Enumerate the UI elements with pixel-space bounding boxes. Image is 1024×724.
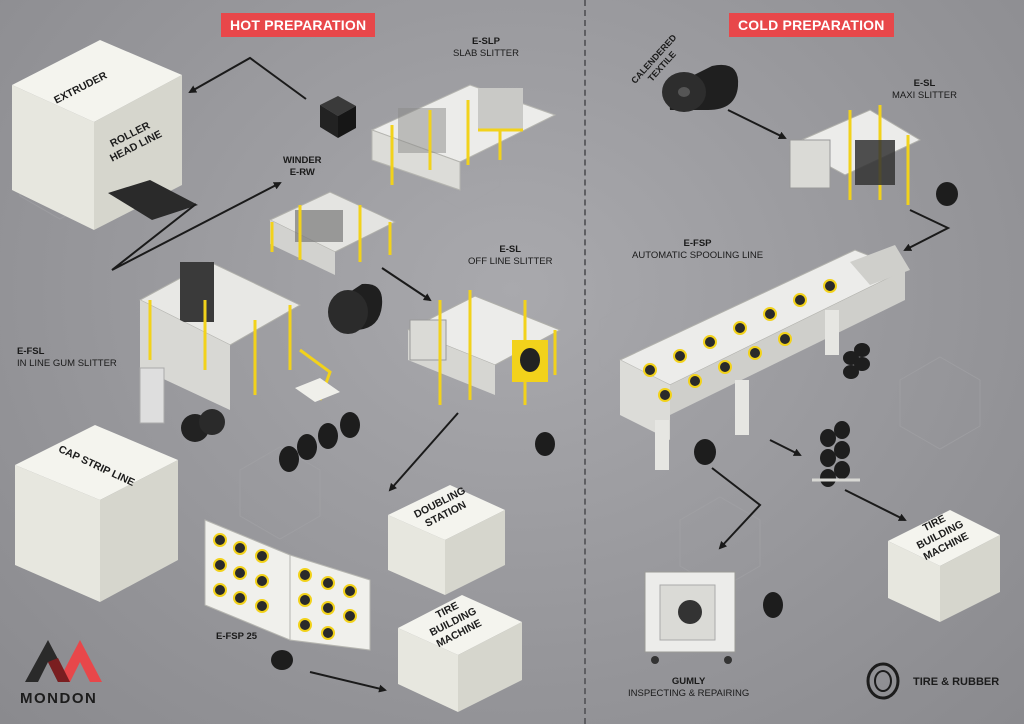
mondon-logo-text: MONDON bbox=[20, 690, 98, 707]
e-fsp25-machine bbox=[204, 519, 371, 651]
cold-preparation-tag: COLD PREPARATION bbox=[729, 13, 894, 37]
tire-rubber-brand: TIRE & RUBBER bbox=[913, 676, 1000, 688]
section-divider bbox=[584, 0, 586, 724]
hot-preparation-tag: HOT PREPARATION bbox=[221, 13, 376, 37]
flow-arrows bbox=[111, 56, 951, 693]
big-roll-hot bbox=[328, 283, 383, 334]
tire-building-hot-box bbox=[398, 595, 522, 712]
cap-strip-line-box bbox=[15, 425, 178, 602]
winder-machine bbox=[268, 191, 397, 275]
rubber-block bbox=[320, 96, 356, 138]
rubber-sheet bbox=[108, 180, 198, 220]
e-sl-maxi-machine bbox=[788, 105, 922, 205]
mondon-m-logo bbox=[25, 640, 102, 682]
doubling-station-box bbox=[388, 485, 505, 595]
textile-roll bbox=[662, 64, 739, 112]
small-rolls bbox=[271, 182, 958, 670]
tire-icon bbox=[866, 662, 900, 700]
e-slp-machine bbox=[370, 84, 557, 191]
e-fsl-machine bbox=[138, 261, 340, 442]
e-fsp25-label: E-FSP 25 bbox=[216, 631, 258, 642]
gumly-machine bbox=[644, 571, 736, 664]
tire-building-cold-box bbox=[888, 510, 1000, 622]
e-fsp-machine bbox=[618, 245, 910, 487]
e-sl-offline-machine bbox=[406, 290, 562, 405]
